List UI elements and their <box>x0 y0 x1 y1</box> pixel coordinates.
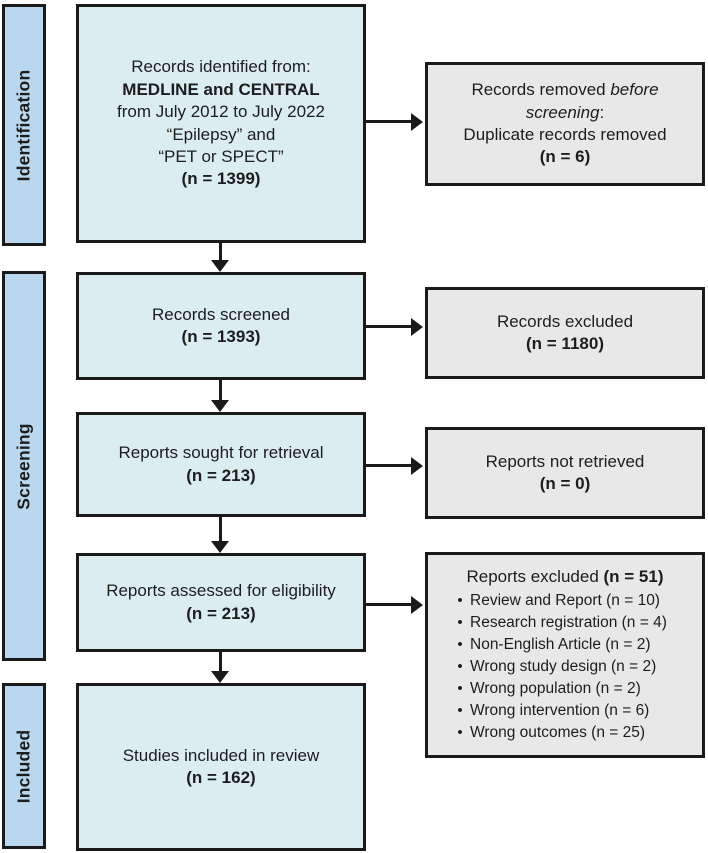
right-arrowhead-icon <box>411 596 423 614</box>
down-arrowhead-icon <box>211 541 229 553</box>
down-arrow-icon <box>219 517 222 541</box>
bullet-icon: • <box>457 723 463 741</box>
stage-label-text: Included <box>13 729 34 803</box>
exclusion-reason-text: Wrong outcomes (n = 25) <box>470 723 646 741</box>
exclusion-reason-text: Research registration (n = 4) <box>470 613 667 631</box>
exclusion-reason-item: • Wrong outcomes (n = 25) <box>450 722 696 744</box>
box-text-line: Studies included in review <box>122 745 320 765</box>
bullet-icon: • <box>457 679 463 697</box>
right-arrow-icon <box>365 464 413 467</box>
exclusion-reason-item: • Review and Report (n = 10) <box>450 590 696 612</box>
stage-label-included: Included <box>2 683 46 849</box>
bullet-icon: • <box>457 635 463 653</box>
down-arrowhead-icon <box>211 260 229 272</box>
box-text-line: Records identified from: <box>131 57 311 77</box>
right-arrowhead-icon <box>411 113 423 131</box>
box-text-line: (n = 1399) <box>181 169 261 189</box>
bullet-icon: • <box>457 701 463 719</box>
box-text-line: Duplicate records removed <box>463 125 667 144</box>
stage-label-text: Identification <box>13 69 34 181</box>
exclusion-reason-item: • Wrong intervention (n = 6) <box>450 700 696 722</box>
bullet-icon: • <box>457 657 463 675</box>
right-arrow-icon <box>365 325 413 328</box>
exclusion-reasons-list: • Review and Report (n = 10) • Research reg… <box>434 590 696 744</box>
right-arrow-icon <box>365 603 413 606</box>
exclusion-reason-item: • Research registration (n = 4) <box>450 612 696 634</box>
down-arrowhead-icon <box>211 671 229 683</box>
box-text-line: MEDLINE and CENTRAL <box>122 79 320 99</box>
reports-excluded-header: Reports excluded (n = 51) <box>466 566 663 588</box>
right-arrowhead-icon <box>411 457 423 475</box>
right-arrow-icon <box>365 120 413 123</box>
box-text-line: Records screened <box>152 304 290 324</box>
box-text-line: Records excluded <box>496 311 634 331</box>
exclusion-reason-item: • Wrong study design (n = 2) <box>450 656 696 678</box>
box-text-line: (n = 6) <box>539 147 591 167</box>
exclusion-reason-text: Wrong intervention (n = 6) <box>470 701 650 719</box>
reports-excluded-box: Reports excluded (n = 51) • Review and Re… <box>425 552 705 758</box>
box-text-line: “Epilepsy” and <box>166 124 276 144</box>
bullet-icon: • <box>457 613 463 631</box>
box-text-line: (n = 1393) <box>181 327 261 346</box>
exclusion-reason-item: • Wrong population (n = 2) <box>450 678 696 700</box>
down-arrow-icon <box>219 380 222 400</box>
exclusion-reason-text: Wrong study design (n = 2) <box>470 657 657 675</box>
box-text-line: Reports not retrieved <box>485 451 645 471</box>
stage-label-screening: Screening <box>2 271 46 661</box>
right-arrowhead-icon <box>411 318 423 336</box>
box-text-line: (n = 213) <box>186 465 256 485</box>
bullet-icon: • <box>457 591 463 609</box>
box-text-line: (n = 0) <box>539 474 591 493</box>
exclusion-reason-item: • Non-English Article (n = 2) <box>450 634 696 656</box>
studies-included-box: Studies included in review (n = 162) <box>76 683 366 851</box>
down-arrow-icon <box>219 652 222 671</box>
box-text-line: Records removed before <box>471 80 659 100</box>
reports-assessed-box: Reports assessed for eligibility(n = 213… <box>76 553 366 652</box>
reports-sought-box: Reports sought for retrieval(n = 213) <box>76 412 366 517</box>
box-text-line: (n = 213) <box>186 603 256 623</box>
box-text-line: (n = 1180) <box>526 334 604 353</box>
stage-label-identification: Identification <box>2 4 46 246</box>
down-arrow-icon <box>219 243 222 260</box>
exclusion-reason-text: Non-English Article (n = 2) <box>470 635 651 653</box>
stage-label-text: Screening <box>13 422 34 510</box>
box-text-line: “PET or SPECT” <box>158 146 284 166</box>
down-arrowhead-icon <box>211 400 229 412</box>
records-excluded-box: Records excluded (n = 1180) <box>425 287 705 379</box>
exclusion-reason-text: Review and Report (n = 10) <box>470 591 660 609</box>
box-text-line: (n = 162) <box>186 768 256 787</box>
reports-not-retrieved-box: Reports not retrieved (n = 0) <box>425 427 705 519</box>
box-text-line: Reports assessed for eligibility <box>106 581 336 601</box>
box-text-line: from July 2012 to July 2022 <box>117 102 325 122</box>
records-screened-box: Records screened (n = 1393) <box>76 272 366 380</box>
box-text-line: Reports sought for retrieval <box>118 443 324 463</box>
box-text-line: screening: <box>525 102 605 122</box>
records-identified-box: Records identified from:MEDLINE and CENT… <box>76 4 366 243</box>
exclusion-reason-text: Wrong population (n = 2) <box>470 679 641 697</box>
box-text-line: Reports excluded (n = 51) <box>466 567 664 587</box>
